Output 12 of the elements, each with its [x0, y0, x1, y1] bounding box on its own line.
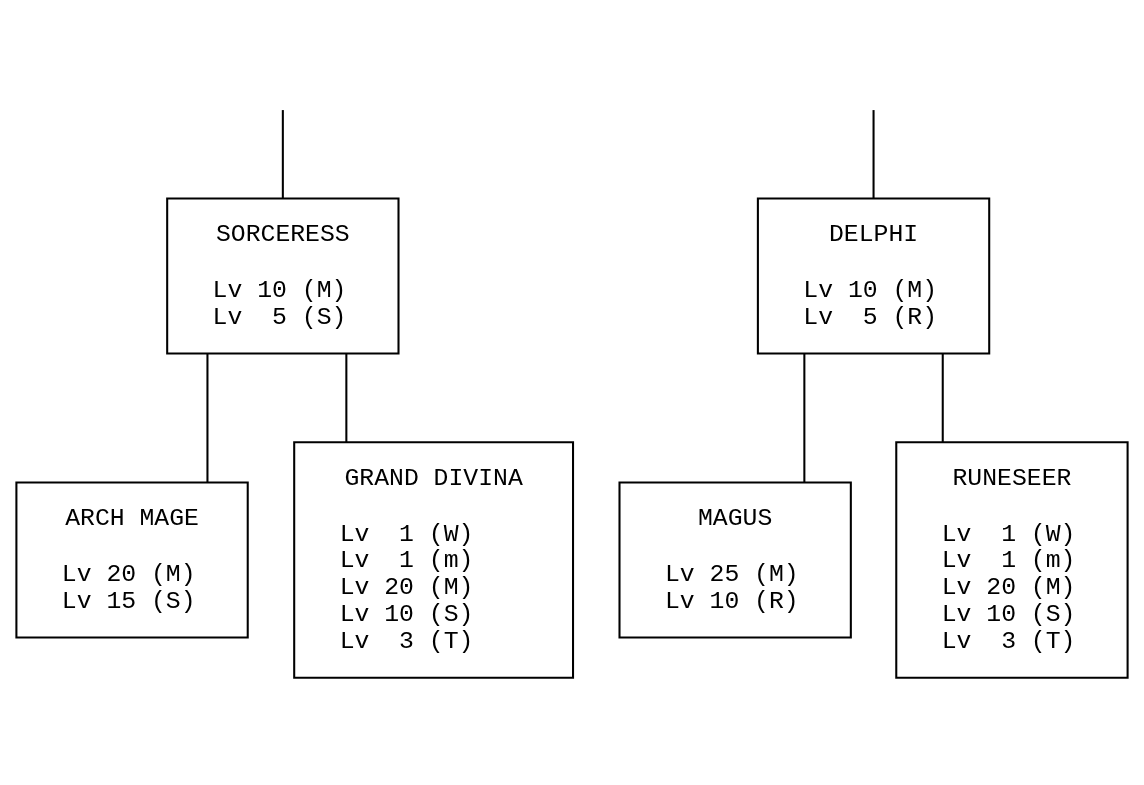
- node-box: RUNESEER Lv 1 (W) Lv 1 (m) Lv 20 (M) Lv 10 (S) Lv 3 (T): [895, 440, 1129, 679]
- connector: [206, 353, 209, 482]
- node-box: ARCH MAGE Lv 20 (M) Lv 15 (S): [15, 481, 249, 638]
- node-box: SORCERESS Lv 10 (M) Lv 5 (S): [166, 197, 400, 354]
- connector: [281, 109, 284, 198]
- node-box: MAGUS Lv 25 (M) Lv 10 (R): [618, 481, 852, 638]
- connector: [941, 353, 944, 442]
- connector: [803, 353, 806, 482]
- connector: [872, 109, 875, 198]
- node-box: GRAND DIVINA Lv 1 (W) Lv 1 (m) Lv 20 (M) Lv 10 (S) Lv 3 (T): [293, 440, 575, 679]
- node-box: DELPHI Lv 10 (M) Lv 5 (R): [756, 197, 991, 354]
- connector: [345, 353, 348, 442]
